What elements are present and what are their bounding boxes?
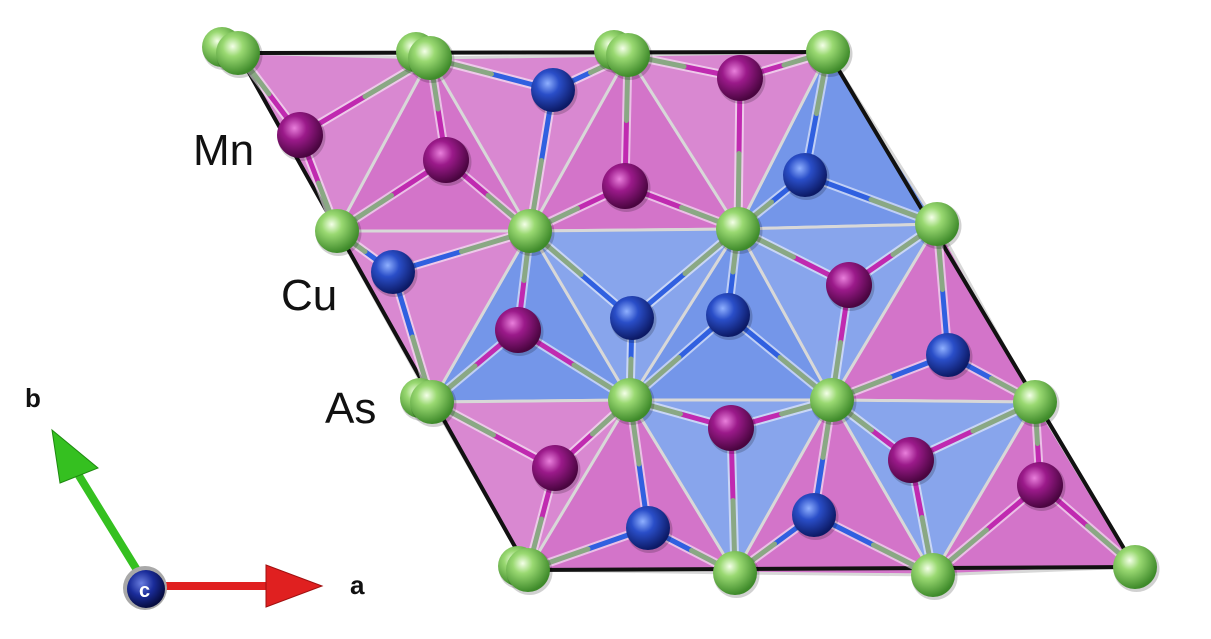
mn-atom	[602, 163, 648, 209]
mn-atom	[532, 445, 578, 491]
as-atom	[216, 31, 260, 75]
axis-a-arrow	[146, 564, 324, 608]
as-atom	[1013, 380, 1057, 424]
as-atom	[810, 378, 854, 422]
axis-c-label: c	[139, 580, 150, 602]
as-atom	[508, 209, 552, 253]
cu-tetrahedron	[735, 222, 940, 404]
cu-atom	[371, 250, 415, 294]
label-cu: Cu	[281, 271, 337, 320]
mn-atom	[888, 437, 934, 483]
cu-atom	[706, 293, 750, 337]
as-atom	[608, 378, 652, 422]
cu-atom	[792, 493, 836, 537]
mn-atom	[277, 112, 323, 158]
as-atom	[713, 551, 757, 595]
as-atom	[911, 553, 955, 597]
as-atom	[915, 202, 959, 246]
label-as: As	[325, 384, 376, 433]
as-atom	[606, 33, 650, 77]
mn-atom	[717, 55, 763, 101]
cu-atom	[626, 506, 670, 550]
axis-b-arrow	[51, 428, 149, 587]
axis-a-label: a	[350, 570, 365, 600]
cu-atom	[610, 296, 654, 340]
mn-atom	[708, 405, 754, 451]
as-atom	[1113, 545, 1157, 589]
as-atom	[506, 548, 550, 592]
as-atom	[716, 207, 760, 251]
mn-atom	[1017, 462, 1063, 508]
axis-triad: c b a	[25, 383, 365, 610]
cu-atom	[783, 153, 827, 197]
cu-atom	[926, 333, 970, 377]
mn-atom	[423, 137, 469, 183]
as-atom	[408, 36, 452, 80]
label-mn: Mn	[193, 126, 254, 175]
as-atom	[410, 380, 454, 424]
mn-atom	[826, 262, 872, 308]
axis-b-label: b	[25, 383, 41, 413]
axis-c-dot: c	[123, 566, 167, 610]
atoms-layer	[202, 27, 1160, 600]
mn-tetrahedron	[427, 53, 631, 235]
mn-atom	[495, 307, 541, 353]
cu-atom	[531, 68, 575, 112]
tetrahedra-layer	[235, 48, 1138, 578]
as-atom	[315, 209, 359, 253]
as-atom	[806, 30, 850, 74]
